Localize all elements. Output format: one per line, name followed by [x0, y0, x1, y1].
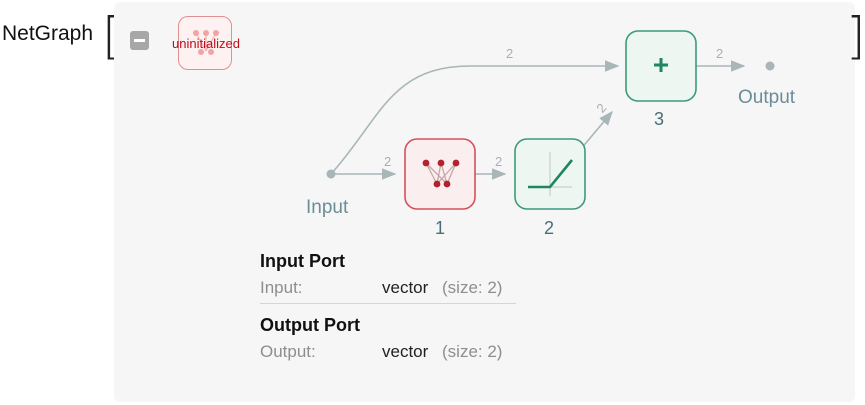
input-port-type: vector: [382, 278, 429, 297]
badge-text: uninitialized: [172, 36, 240, 51]
linear-layer-icon: [193, 30, 219, 55]
edge-2-to-3: [579, 110, 613, 151]
node-2-label: 2: [544, 218, 554, 238]
output-port-dot[interactable]: [765, 61, 775, 71]
node-3-total[interactable]: [625, 30, 697, 102]
collapse-button[interactable]: [130, 31, 149, 50]
head-label: NetGraph: [2, 22, 94, 45]
input-port-dot[interactable]: [326, 169, 336, 179]
uninitialized-badge[interactable]: uninitialized: [172, 16, 240, 70]
edge-label: 2: [716, 46, 723, 61]
node-1-label: 1: [435, 218, 445, 238]
node-2-ramp[interactable]: [514, 138, 586, 210]
linear-layer-icon: [422, 159, 460, 188]
output-port-label: Output: [738, 87, 796, 108]
edge-label: 2: [506, 46, 513, 61]
output-port-title: Output Port: [260, 315, 360, 335]
output-port-key: Output:: [260, 342, 316, 361]
ramp-icon: [528, 152, 574, 196]
output-port-size: (size: 2): [442, 342, 503, 361]
close-bracket: ]: [846, 7, 865, 65]
edge-label: 2: [593, 100, 609, 115]
input-port-key: Input:: [260, 278, 303, 297]
node-3-label: 3: [654, 109, 664, 129]
input-port-size: (size: 2): [442, 278, 503, 297]
input-port-label: Input: [306, 197, 349, 218]
edge-label: 2: [384, 154, 391, 169]
plus-icon: [654, 58, 668, 72]
port-divider: [260, 303, 516, 304]
edge-label: 2: [495, 154, 502, 169]
edge-input-to-3: [330, 60, 620, 175]
node-1-linear-layer[interactable]: [404, 138, 476, 210]
output-port-type: vector: [382, 342, 429, 361]
input-port-title: Input Port: [260, 251, 345, 271]
